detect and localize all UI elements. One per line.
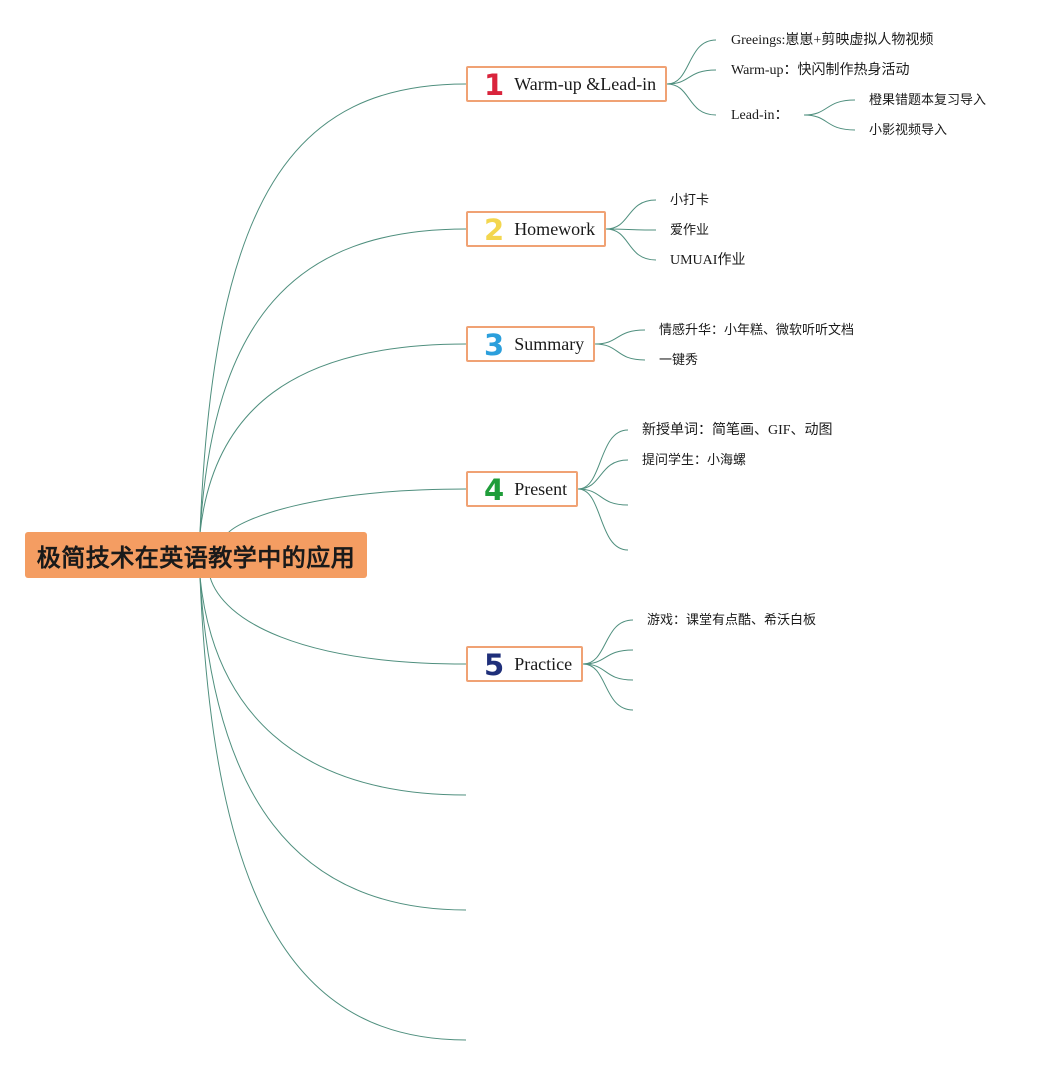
branch-homework[interactable]: 2 Homework <box>466 211 606 247</box>
branch-practice[interactable]: 5 Practice <box>466 646 583 682</box>
connector-root-b3 <box>199 343 467 534</box>
connector-b1-l3 <box>666 83 717 116</box>
leaf-aizuoye[interactable]: 爱作业 <box>670 223 710 238</box>
connector-b5-l2 <box>582 649 634 665</box>
number-5-icon: 5 <box>484 647 505 682</box>
connector-root-b2 <box>199 228 467 534</box>
number-2-icon: 2 <box>484 212 505 247</box>
leaf-leadin[interactable]: Lead-in： <box>731 108 789 123</box>
connector-root-e3 <box>199 576 467 1041</box>
branch-label: Warm-up &Lead-in <box>514 73 657 94</box>
leaf-ask-students[interactable]: 提问学生：小海螺 <box>642 453 747 468</box>
connector-b1-l2 <box>666 69 717 85</box>
leaf-new-words[interactable]: 新授单词：简笔画、GIF、动图 <box>642 423 833 438</box>
connector-root-e2 <box>199 576 467 911</box>
connector-b2-l1 <box>605 199 657 230</box>
root-topic-label: 极简技术在英语教学中的应用 <box>36 543 356 572</box>
connector-b1-l1 <box>666 39 717 85</box>
connector-root-b1 <box>199 83 467 534</box>
connector-b3-l1 <box>594 329 646 345</box>
leaf-chengguo-review[interactable]: 橙果错题本复习导入 <box>869 93 987 108</box>
branch-warmup-leadin[interactable]: 1 Warm-up &Lead-in <box>466 66 667 102</box>
connector-b4-l3 <box>577 488 629 506</box>
connector-b2-l2 <box>605 228 657 231</box>
branch-label: Homework <box>514 218 596 239</box>
connector-leadin-l1 <box>803 99 856 116</box>
connector-b5-l4 <box>582 663 634 711</box>
leaf-xiaoying-video[interactable]: 小影视频导入 <box>869 123 948 138</box>
branch-present[interactable]: 4 Present <box>466 471 578 507</box>
connector-root-b5 <box>209 576 467 665</box>
branch-summary[interactable]: 3 Summary <box>466 326 595 362</box>
connector-root-b4 <box>227 488 467 534</box>
root-topic[interactable]: 极简技术在英语教学中的应用 <box>25 532 367 578</box>
leaf-umuai[interactable]: UMUAI作业 <box>670 253 746 268</box>
connector-b2-l3 <box>605 228 657 261</box>
leaf-yijianxiu[interactable]: 一键秀 <box>659 353 699 368</box>
leaf-emotion[interactable]: 情感升华：小年糕、微软听听文档 <box>659 323 855 338</box>
connector-b5-l1 <box>582 619 634 665</box>
leaf-xiaodaka[interactable]: 小打卡 <box>670 193 710 208</box>
connector-b4-l2 <box>577 459 629 490</box>
branch-label: Summary <box>514 333 585 354</box>
branch-label: Practice <box>514 653 573 674</box>
number-1-icon: 1 <box>484 67 505 102</box>
number-4-icon: 4 <box>484 472 505 507</box>
number-3-icon: 3 <box>484 327 505 362</box>
branch-label: Present <box>514 478 568 499</box>
leaf-greetings[interactable]: Greeings:崽崽+剪映虚拟人物视频 <box>731 33 934 48</box>
leaf-warmup[interactable]: Warm-up：快闪制作热身活动 <box>731 63 910 78</box>
leaf-games[interactable]: 游戏：课堂有点酷、希沃白板 <box>647 613 817 628</box>
connector-b4-l1 <box>577 429 629 490</box>
connector-leadin-l2 <box>803 114 856 131</box>
connector-b5-l3 <box>582 663 634 681</box>
connector-root-e1 <box>199 576 467 796</box>
connector-b4-l4 <box>577 488 629 551</box>
connector-b3-l2 <box>594 343 646 361</box>
